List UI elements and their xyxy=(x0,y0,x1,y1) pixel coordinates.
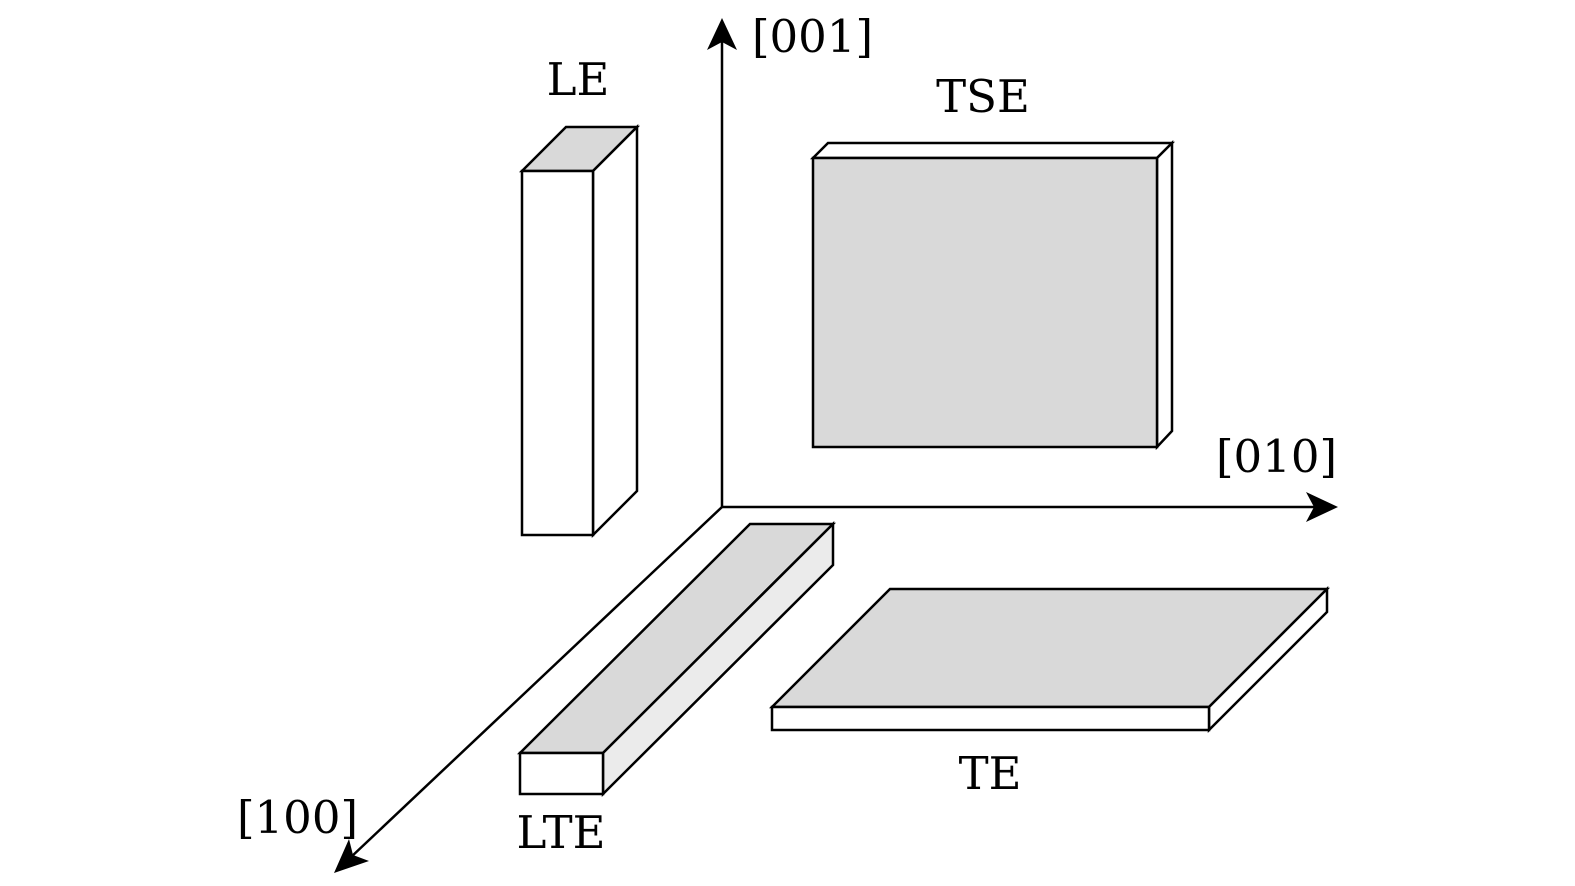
te-plate-front-face xyxy=(770,705,1211,732)
tse-label: TSE xyxy=(936,70,1030,123)
axis-001-label: [001] xyxy=(752,10,873,63)
axis-010-label: [010] xyxy=(1216,430,1337,483)
le-bar-side-face xyxy=(591,123,639,539)
le-bar xyxy=(518,123,641,539)
te-plate xyxy=(768,585,1331,734)
te-label: TE xyxy=(959,747,1022,800)
tse-plate-front-face xyxy=(811,156,1159,449)
axes xyxy=(334,18,1338,873)
axis-001-arrowhead xyxy=(707,18,737,50)
tse-plate xyxy=(809,139,1176,451)
tse-plate-side-face xyxy=(1155,139,1174,451)
lte-bar-front-face xyxy=(518,751,605,796)
axis-100-arrowhead xyxy=(334,839,369,873)
axis-010-arrowhead xyxy=(1306,492,1338,522)
axis-100-label: [100] xyxy=(237,791,358,844)
lte-bar xyxy=(516,520,837,798)
axis-100-line xyxy=(349,506,723,859)
lte-label: LTE xyxy=(516,806,605,859)
tse-plate-top-face xyxy=(809,141,1176,160)
le-bar-front-face xyxy=(520,169,595,537)
le-label: LE xyxy=(547,53,610,106)
